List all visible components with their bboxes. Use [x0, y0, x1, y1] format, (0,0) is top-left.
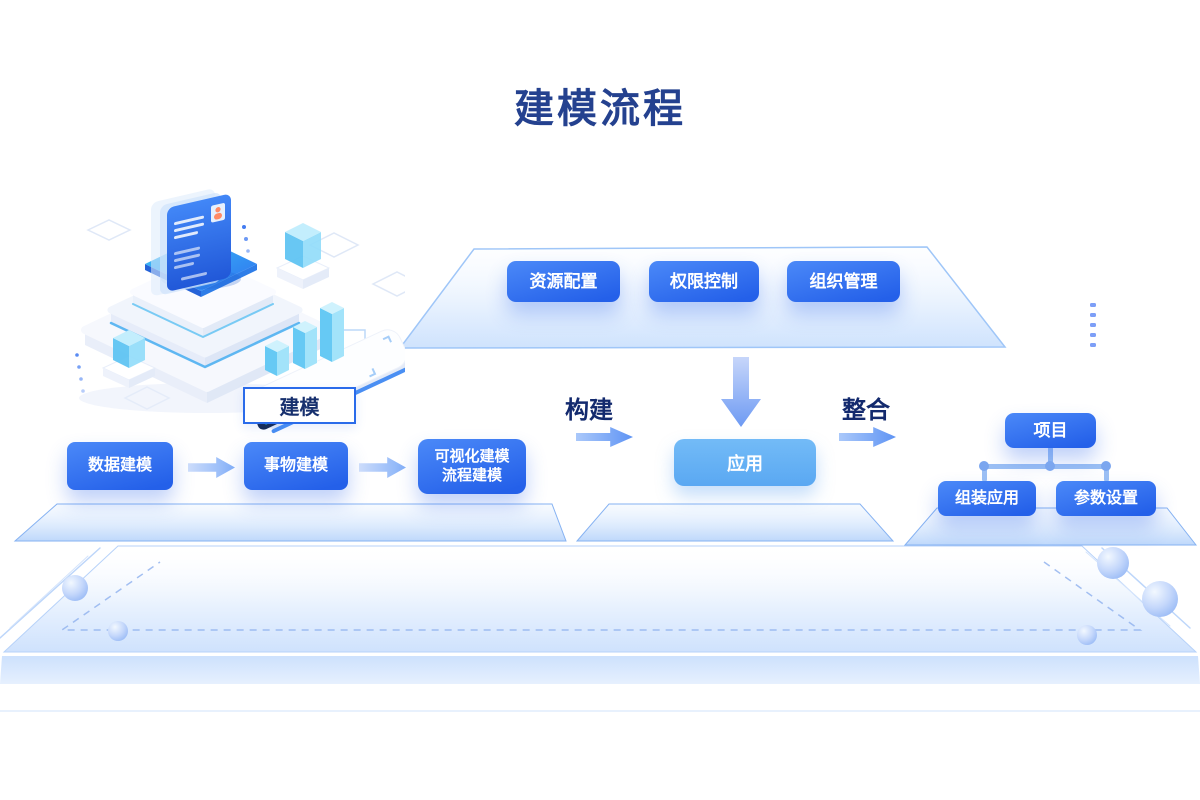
- tree-connector-vertical: [1048, 446, 1053, 464]
- node-organization-management: 组织管理: [787, 261, 900, 302]
- node-permission-control: 权限控制: [649, 261, 759, 302]
- tree-connector-stub-right: [1104, 466, 1109, 482]
- node-parameter-settings: 参数设置: [1056, 481, 1156, 516]
- visual-modeling-label: 可视化建模: [434, 447, 510, 465]
- tree-junction-dot: [1045, 461, 1055, 471]
- middle-platform-shape: [575, 503, 895, 542]
- left-platform-shape: [13, 503, 567, 542]
- glass-cube-right: [275, 223, 331, 289]
- integrate-label: 整合: [842, 397, 890, 424]
- base-front-band: [0, 656, 1200, 684]
- decorative-spheres: [62, 547, 1178, 645]
- process-modeling-label: 流程建模: [441, 466, 502, 484]
- glass-cube-left: [101, 330, 157, 388]
- document-cards: [151, 189, 231, 296]
- tree-connector-stub-left: [982, 466, 987, 482]
- page-title: 建模流程: [514, 87, 686, 131]
- build-label: 构建: [565, 397, 613, 424]
- node-data-modeling: 数据建模: [67, 442, 173, 490]
- node-visual-process-modeling: 可视化建模 流程建模: [418, 439, 526, 494]
- base-echo-line: [0, 710, 1200, 712]
- node-resource-config: 资源配置: [507, 261, 620, 302]
- node-application: 应用: [674, 439, 816, 486]
- tree-junction-dot: [979, 461, 989, 471]
- dotted-accent-right: [1090, 303, 1096, 347]
- dot-accents: [75, 225, 250, 393]
- bar-cubes: [265, 302, 344, 376]
- node-thing-modeling: 事物建模: [244, 442, 348, 490]
- tree-junction-dot: [1101, 461, 1111, 471]
- base-platform-shape: [2, 545, 1198, 653]
- node-project: 项目: [1005, 413, 1096, 448]
- node-assemble-application: 组装应用: [938, 481, 1036, 516]
- base-dashed-border: [59, 561, 1143, 631]
- modeling-tag: 建模: [243, 387, 356, 424]
